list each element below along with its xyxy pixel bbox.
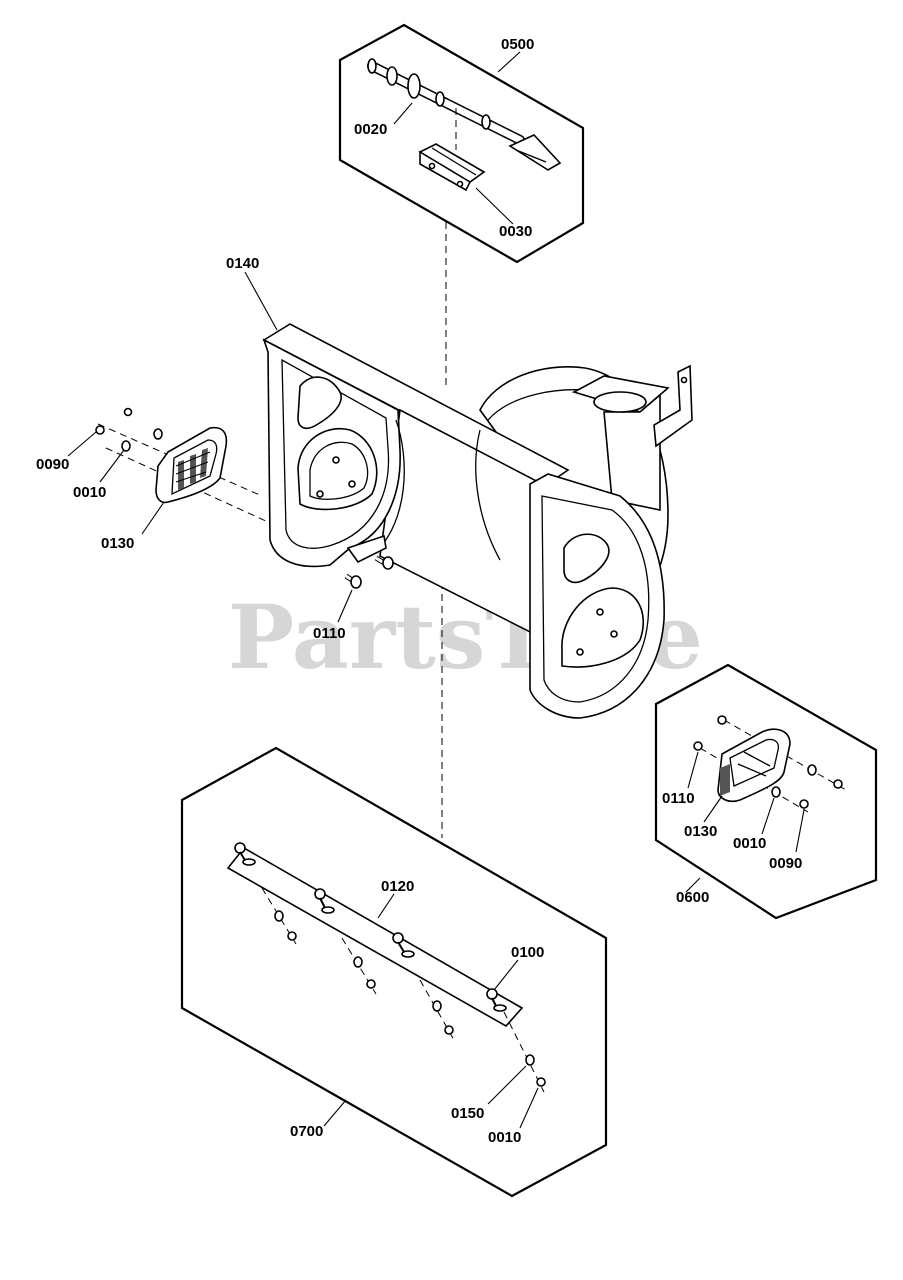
chute-bracket-part[interactable] (418, 143, 486, 192)
callout-0100: 0100 (511, 944, 544, 961)
leader-0130-left (141, 501, 165, 535)
callout-0700: 0700 (290, 1123, 323, 1140)
callout-0110: 0110 (313, 625, 346, 642)
callout-0120: 0120 (381, 878, 414, 895)
left-lower-cutout (297, 428, 378, 511)
carriage-bolt-part-2[interactable] (374, 555, 394, 570)
leader-0110 (337, 589, 353, 623)
kit-0600-group[interactable]: 0110 0130 0010 0090 0600 (654, 663, 878, 920)
right-lower-cutout (561, 587, 645, 668)
kit-0700-outline (180, 746, 608, 1198)
auger-housing-group[interactable]: 0140 (226, 255, 693, 719)
leader-0500 (497, 51, 521, 73)
callout-0110-right: 0110 (662, 790, 695, 807)
callout-0130-left: 0130 (101, 535, 134, 552)
callout-0020: 0020 (354, 121, 387, 138)
callout-0010-left: 0010 (73, 484, 106, 501)
washer-0010-right[interactable] (771, 786, 781, 798)
callout-0150: 0150 (451, 1105, 484, 1122)
carriage-bolt-group[interactable]: 0110 (313, 555, 394, 642)
callout-0090-right: 0090 (769, 855, 802, 872)
housing-bottom-flange (346, 534, 387, 564)
washer-0150[interactable] (525, 1054, 535, 1066)
leader-0030 (475, 187, 514, 225)
chute-collar (571, 364, 693, 511)
callout-0090-left: 0090 (36, 456, 69, 473)
callout-0010-bottom: 0010 (488, 1129, 521, 1146)
right-upper-cutout (563, 533, 610, 584)
carriage-bolt-part[interactable] (344, 573, 362, 589)
leader-0010-left (99, 449, 125, 483)
callout-0030: 0030 (499, 223, 532, 240)
scraper-bolts[interactable] (234, 842, 507, 1012)
kit-0500-group[interactable]: 0500 0020 0030 (338, 23, 585, 264)
leader-0140 (244, 271, 278, 331)
callout-0010-right: 0010 (733, 835, 766, 852)
kit-0500-outline (338, 23, 585, 264)
bolt-0110-right[interactable] (717, 715, 727, 725)
callout-0600: 0600 (676, 889, 709, 906)
callout-0130-right: 0130 (684, 823, 717, 840)
leader-0090 (67, 431, 97, 457)
nut-0090[interactable] (95, 425, 105, 435)
nut-0010-bottom[interactable] (536, 1077, 546, 1087)
skid-shoe-part[interactable] (155, 426, 228, 504)
kit-0700-group[interactable]: 0120 0100 0150 0010 0700 (180, 746, 608, 1198)
kit-0600-outline (654, 663, 878, 920)
callout-0500: 0500 (501, 36, 534, 53)
left-skid-group[interactable]: 0090 0010 0130 (36, 407, 269, 553)
chute-rod-part[interactable] (367, 58, 562, 171)
washer-0010[interactable] (121, 440, 131, 452)
leader-0020 (393, 102, 413, 125)
skid-shoe-right-part[interactable] (717, 728, 791, 803)
nut-0090-right[interactable] (799, 799, 809, 809)
scraper-hardware[interactable] (274, 910, 546, 1087)
scraper-bar-part[interactable] (226, 846, 524, 1028)
callout-0140: 0140 (226, 255, 259, 272)
left-upper-cutout (297, 376, 342, 430)
